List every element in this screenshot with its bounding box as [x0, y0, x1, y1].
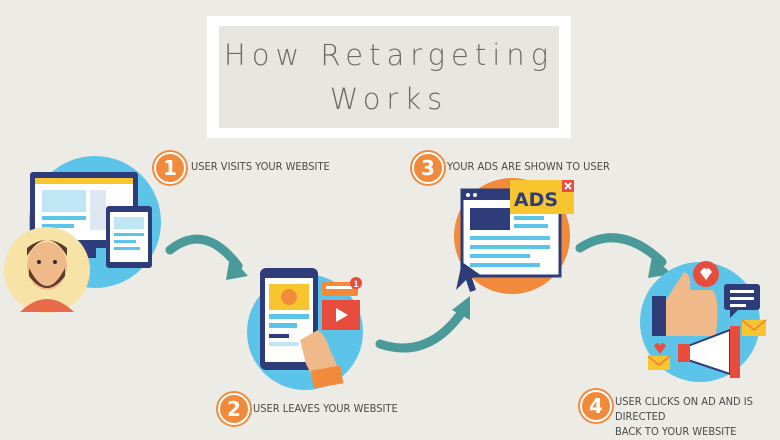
heart-bubble-icon — [693, 261, 719, 287]
title-box: How Retargeting Works — [219, 26, 559, 128]
flow-arrow-2 — [375, 307, 467, 353]
step-4-label-line-2: BACK TO YOUR WEBSITE — [615, 425, 737, 438]
thumbs-up-icon — [652, 272, 718, 336]
title-frame: How Retargeting Works — [207, 16, 571, 138]
tablet-icon — [106, 206, 152, 268]
notification-count: 1 — [353, 279, 358, 289]
step-2-badge: 2 — [218, 393, 250, 425]
envelope-icon — [647, 319, 767, 370]
pointing-hand-icon — [300, 330, 344, 389]
step-2-label: USER LEAVES YOUR WEBSITE — [253, 402, 398, 415]
step-4-label-line-1: USER CLICKS ON AD AND IS DIRECTED — [615, 395, 753, 423]
step2-illustration: 1 — [247, 268, 363, 390]
title-line-1: How Retargeting — [223, 38, 555, 72]
megaphone-icon — [678, 326, 740, 378]
chat-bubble-icon — [724, 284, 760, 318]
step-4-badge: 4 — [580, 390, 612, 422]
flow-arrow-3 — [575, 233, 667, 267]
title-line-2: Works — [329, 82, 449, 116]
step-3-badge: 3 — [412, 152, 444, 184]
flow-arrow-3-head — [648, 256, 672, 278]
step-3-label: YOUR ADS ARE SHOWN TO USER — [447, 160, 610, 173]
flow-arrow-2-head — [452, 296, 470, 320]
flow-arrow-1-head — [226, 256, 248, 280]
avatar — [4, 227, 90, 313]
ad-badge-label: ADS — [514, 189, 558, 211]
step-1-badge: 1 — [154, 152, 186, 184]
step3-illustration: ADS — [454, 178, 574, 294]
small-heart-icon — [654, 343, 666, 354]
step-4-label: USER CLICKS ON AD AND IS DIRECTED BACK T… — [615, 394, 780, 439]
ad-banner — [510, 180, 574, 214]
step-1-label: USER VISITS YOUR WEBSITE — [191, 160, 330, 173]
step1-illustration — [4, 156, 161, 313]
cursor-arrow-icon — [456, 262, 482, 292]
step4-illustration — [640, 261, 767, 382]
flow-arrow-1 — [165, 234, 243, 271]
video-card-icon — [322, 277, 362, 330]
